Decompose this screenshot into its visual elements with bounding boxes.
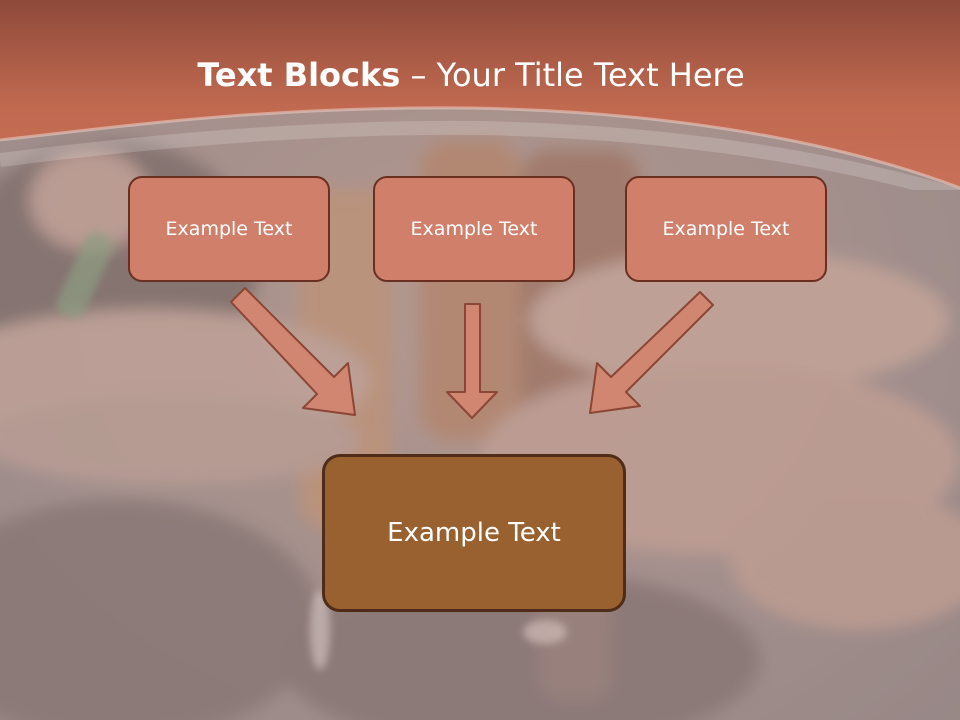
arrow-middle-down [446, 303, 498, 419]
slide-title: Text Blocks – Your Title Text Here [0, 52, 942, 98]
header-band [0, 0, 960, 190]
text-block-2-label: Example Text [410, 218, 538, 240]
main-text-block[interactable]: Example Text [322, 454, 626, 612]
title-bold: Text Blocks [197, 56, 401, 94]
title-separator: – [410, 56, 427, 94]
title-rest: Your Title Text Here [436, 56, 745, 94]
text-block-3-label: Example Text [662, 218, 790, 240]
arrow-left-diagonal [230, 287, 356, 416]
text-block-2[interactable]: Example Text [373, 176, 575, 282]
main-text-block-label: Example Text [387, 518, 561, 548]
text-block-1-label: Example Text [165, 218, 293, 240]
arrow-right-diagonal [589, 291, 714, 414]
text-block-1[interactable]: Example Text [128, 176, 330, 282]
text-block-3[interactable]: Example Text [625, 176, 827, 282]
